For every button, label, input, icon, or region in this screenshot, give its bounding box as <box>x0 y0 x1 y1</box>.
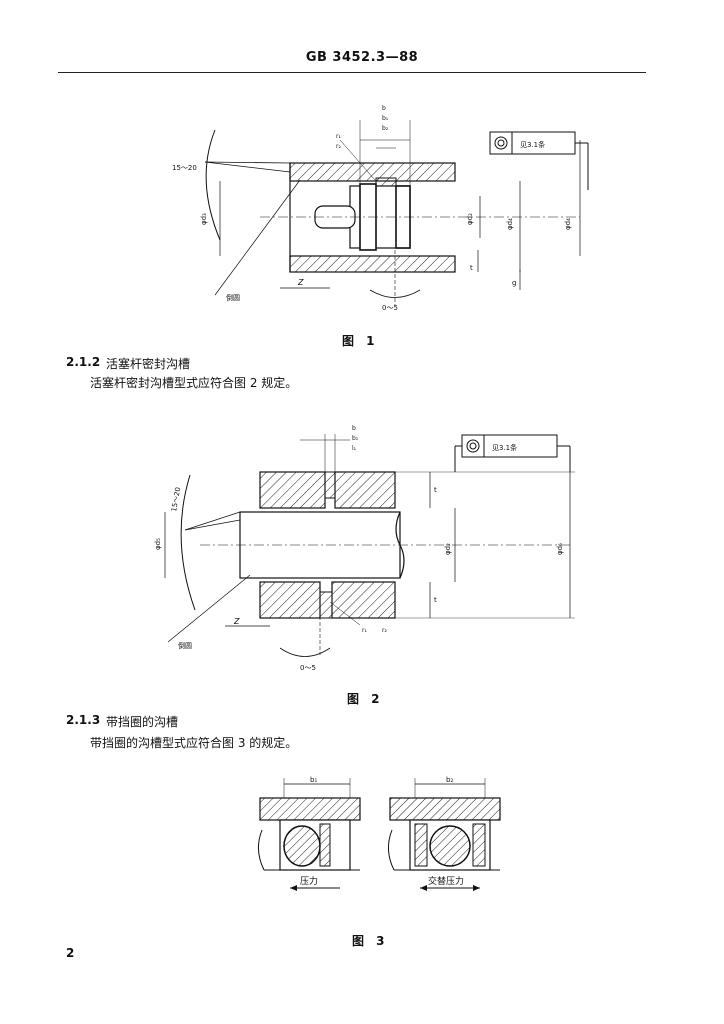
header-rule <box>58 72 646 73</box>
fig3-left-dim: b₁ <box>310 776 317 784</box>
fig2-d6-label: φd₆ <box>556 543 564 555</box>
fig1-b1-label: b₁ <box>382 115 389 122</box>
fig1-r1-label: r₁ <box>336 133 341 140</box>
fig1-g-label: g <box>512 279 516 287</box>
fig3-right-label: 交替压力 <box>428 875 464 887</box>
fig1-b-label: b <box>382 105 386 112</box>
housing-bottom <box>289 255 456 273</box>
fig1-r2-label: r₂ <box>336 143 341 150</box>
fig2-l1-label: l₁ <box>352 445 357 452</box>
fig1-d2-label: φd₂ <box>466 213 474 225</box>
fig2-b1-label: b₁ <box>352 435 359 442</box>
fig1-t-label: t <box>470 264 473 272</box>
housing-top <box>289 162 456 182</box>
fig1-d4-label: φd₄ <box>506 218 514 230</box>
fig1-z-label: Z <box>297 278 304 287</box>
section-2-1-3-title: 带挡圈的沟槽 <box>106 715 179 729</box>
rod <box>239 511 401 579</box>
fig3-left-label: 压力 <box>300 875 318 887</box>
fig1-d4b-label: φd₄ <box>564 218 572 230</box>
figure-3-caption: 图 3 <box>352 934 389 948</box>
section-2-1-2-title: 活塞杆密封沟槽 <box>106 357 191 371</box>
section-2-1-3-text: 带挡圈的沟槽型式应符合图 3 的规定。 <box>90 736 298 750</box>
fig2-d2-label: φd₂ <box>444 543 452 555</box>
standard-number: GB 3452.3—88 <box>305 50 419 65</box>
fig2-zero5-label: 0～5 <box>300 664 316 672</box>
fig2-d-label: φd₅ <box>154 538 162 550</box>
figure-2-caption: 图 2 <box>347 692 384 706</box>
fig2-t-label: t <box>434 486 437 494</box>
fig2-chamfer-label: 倒圆 <box>178 641 192 650</box>
figure-1-caption: 图 1 <box>342 334 379 348</box>
fig1-d-label: φd₃ <box>200 213 208 225</box>
section-2-1-3-number: 2.1.3 <box>66 713 101 727</box>
fig1-zero5-label: 0～5 <box>382 304 398 312</box>
figure-3-drawing: b₁ 压力 b₂ 交替压力 <box>258 776 501 891</box>
fig1-chamfer-label: 倒圆 <box>226 293 240 302</box>
fig2-z-label: Z <box>233 617 240 626</box>
fig2-t2-label: t <box>434 596 437 604</box>
page-number: 2 <box>66 946 75 960</box>
fig1-b2-label: b₂ <box>382 125 389 132</box>
fig1-angle-label: 15～20 <box>172 164 197 172</box>
fig2-r2-label: r₂ <box>382 627 387 634</box>
fig2-angle-label: 15～20 <box>170 487 182 513</box>
fig2-r1-label: r₁ <box>362 627 367 634</box>
fig2-note-label: 见3.1条 <box>492 443 517 452</box>
figure-1-drawing: 15～20 φd₃ 倒圆 Z 0～5 b b₁ b₂ r₁ r₂ φd₂ φd₄… <box>172 105 589 312</box>
fig3-left-seal: b₁ 压力 <box>258 776 361 891</box>
fig1-note-label: 见3.1条 <box>520 140 545 149</box>
fig3-right-dim: b₂ <box>446 776 453 784</box>
figure-2-drawing: 15～20 φd₅ 倒圆 Z 0～5 r₁ r₂ b b₁ l₁ t t φd₂… <box>154 425 575 672</box>
fig3-right-seal: b₂ 交替压力 <box>388 776 501 891</box>
fig2-b-label: b <box>352 425 356 432</box>
section-2-1-2-text: 活塞杆密封沟槽型式应符合图 2 规定。 <box>90 376 298 390</box>
section-2-1-2-number: 2.1.2 <box>66 355 101 369</box>
